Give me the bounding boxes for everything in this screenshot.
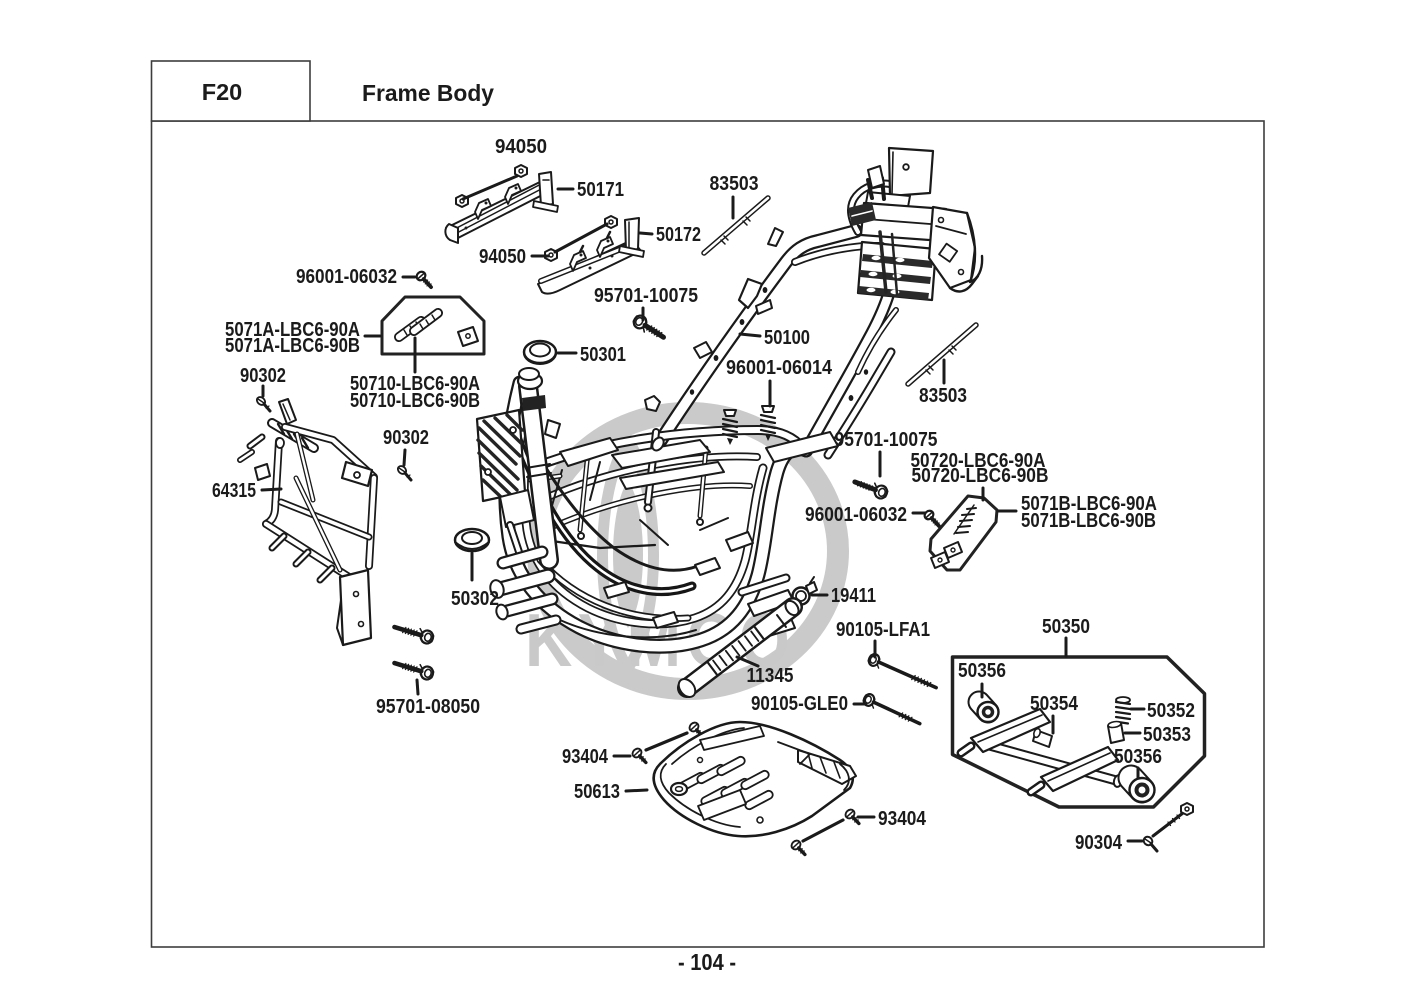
svg-text:5071A-LBC6-90A: 5071A-LBC6-90A	[225, 319, 360, 341]
svg-text:50301: 50301	[580, 344, 626, 366]
svg-text:50350: 50350	[1042, 616, 1090, 638]
svg-text:Frame Body: Frame Body	[362, 80, 494, 106]
svg-text:19411: 19411	[831, 585, 876, 607]
svg-text:5071B-LBC6-90B: 5071B-LBC6-90B	[1021, 510, 1156, 532]
svg-text:95701-10075: 95701-10075	[835, 429, 938, 451]
svg-text:96001-06032: 96001-06032	[805, 504, 907, 526]
svg-text:90302: 90302	[383, 427, 429, 449]
svg-text:95701-10075: 95701-10075	[594, 285, 698, 307]
svg-text:93404: 93404	[562, 746, 609, 768]
svg-text:94050: 94050	[479, 246, 526, 268]
svg-text:11345: 11345	[747, 665, 794, 687]
svg-text:50352: 50352	[1147, 700, 1195, 722]
svg-text:50172: 50172	[656, 224, 701, 246]
svg-text:50353: 50353	[1143, 724, 1191, 746]
svg-text:5071B-LBC6-90A: 5071B-LBC6-90A	[1021, 493, 1157, 515]
svg-text:90302: 90302	[240, 365, 286, 387]
svg-text:83503: 83503	[710, 173, 759, 195]
svg-text:64315: 64315	[212, 480, 256, 502]
svg-text:50354: 50354	[1030, 693, 1079, 715]
svg-text:94050: 94050	[495, 136, 547, 158]
svg-text:50171: 50171	[577, 179, 624, 201]
svg-text:50710-LBC6-90B: 50710-LBC6-90B	[350, 390, 480, 412]
svg-text:96001-06014: 96001-06014	[726, 357, 833, 379]
svg-text:83503: 83503	[919, 385, 967, 407]
svg-text:96001-06032: 96001-06032	[296, 266, 397, 288]
svg-text:- 104 -: - 104 -	[678, 949, 736, 975]
svg-text:93404: 93404	[878, 808, 927, 830]
svg-text:90105-LFA1: 90105-LFA1	[836, 619, 930, 641]
svg-text:50613: 50613	[574, 781, 620, 803]
svg-text:50356: 50356	[958, 660, 1006, 682]
svg-text:F20: F20	[202, 79, 243, 105]
svg-text:50302: 50302	[451, 588, 499, 610]
svg-text:95701-08050: 95701-08050	[376, 696, 480, 718]
svg-text:50356: 50356	[1114, 746, 1162, 768]
svg-text:90105-GLE0: 90105-GLE0	[751, 693, 848, 715]
svg-text:50720-LBC6-90A: 50720-LBC6-90A	[911, 450, 1046, 472]
svg-text:50720-LBC6-90B: 50720-LBC6-90B	[912, 465, 1049, 487]
svg-text:50710-LBC6-90A: 50710-LBC6-90A	[350, 373, 480, 395]
svg-text:90304: 90304	[1075, 832, 1123, 854]
svg-text:50100: 50100	[764, 327, 810, 349]
svg-text:5071A-LBC6-90B: 5071A-LBC6-90B	[225, 335, 360, 357]
